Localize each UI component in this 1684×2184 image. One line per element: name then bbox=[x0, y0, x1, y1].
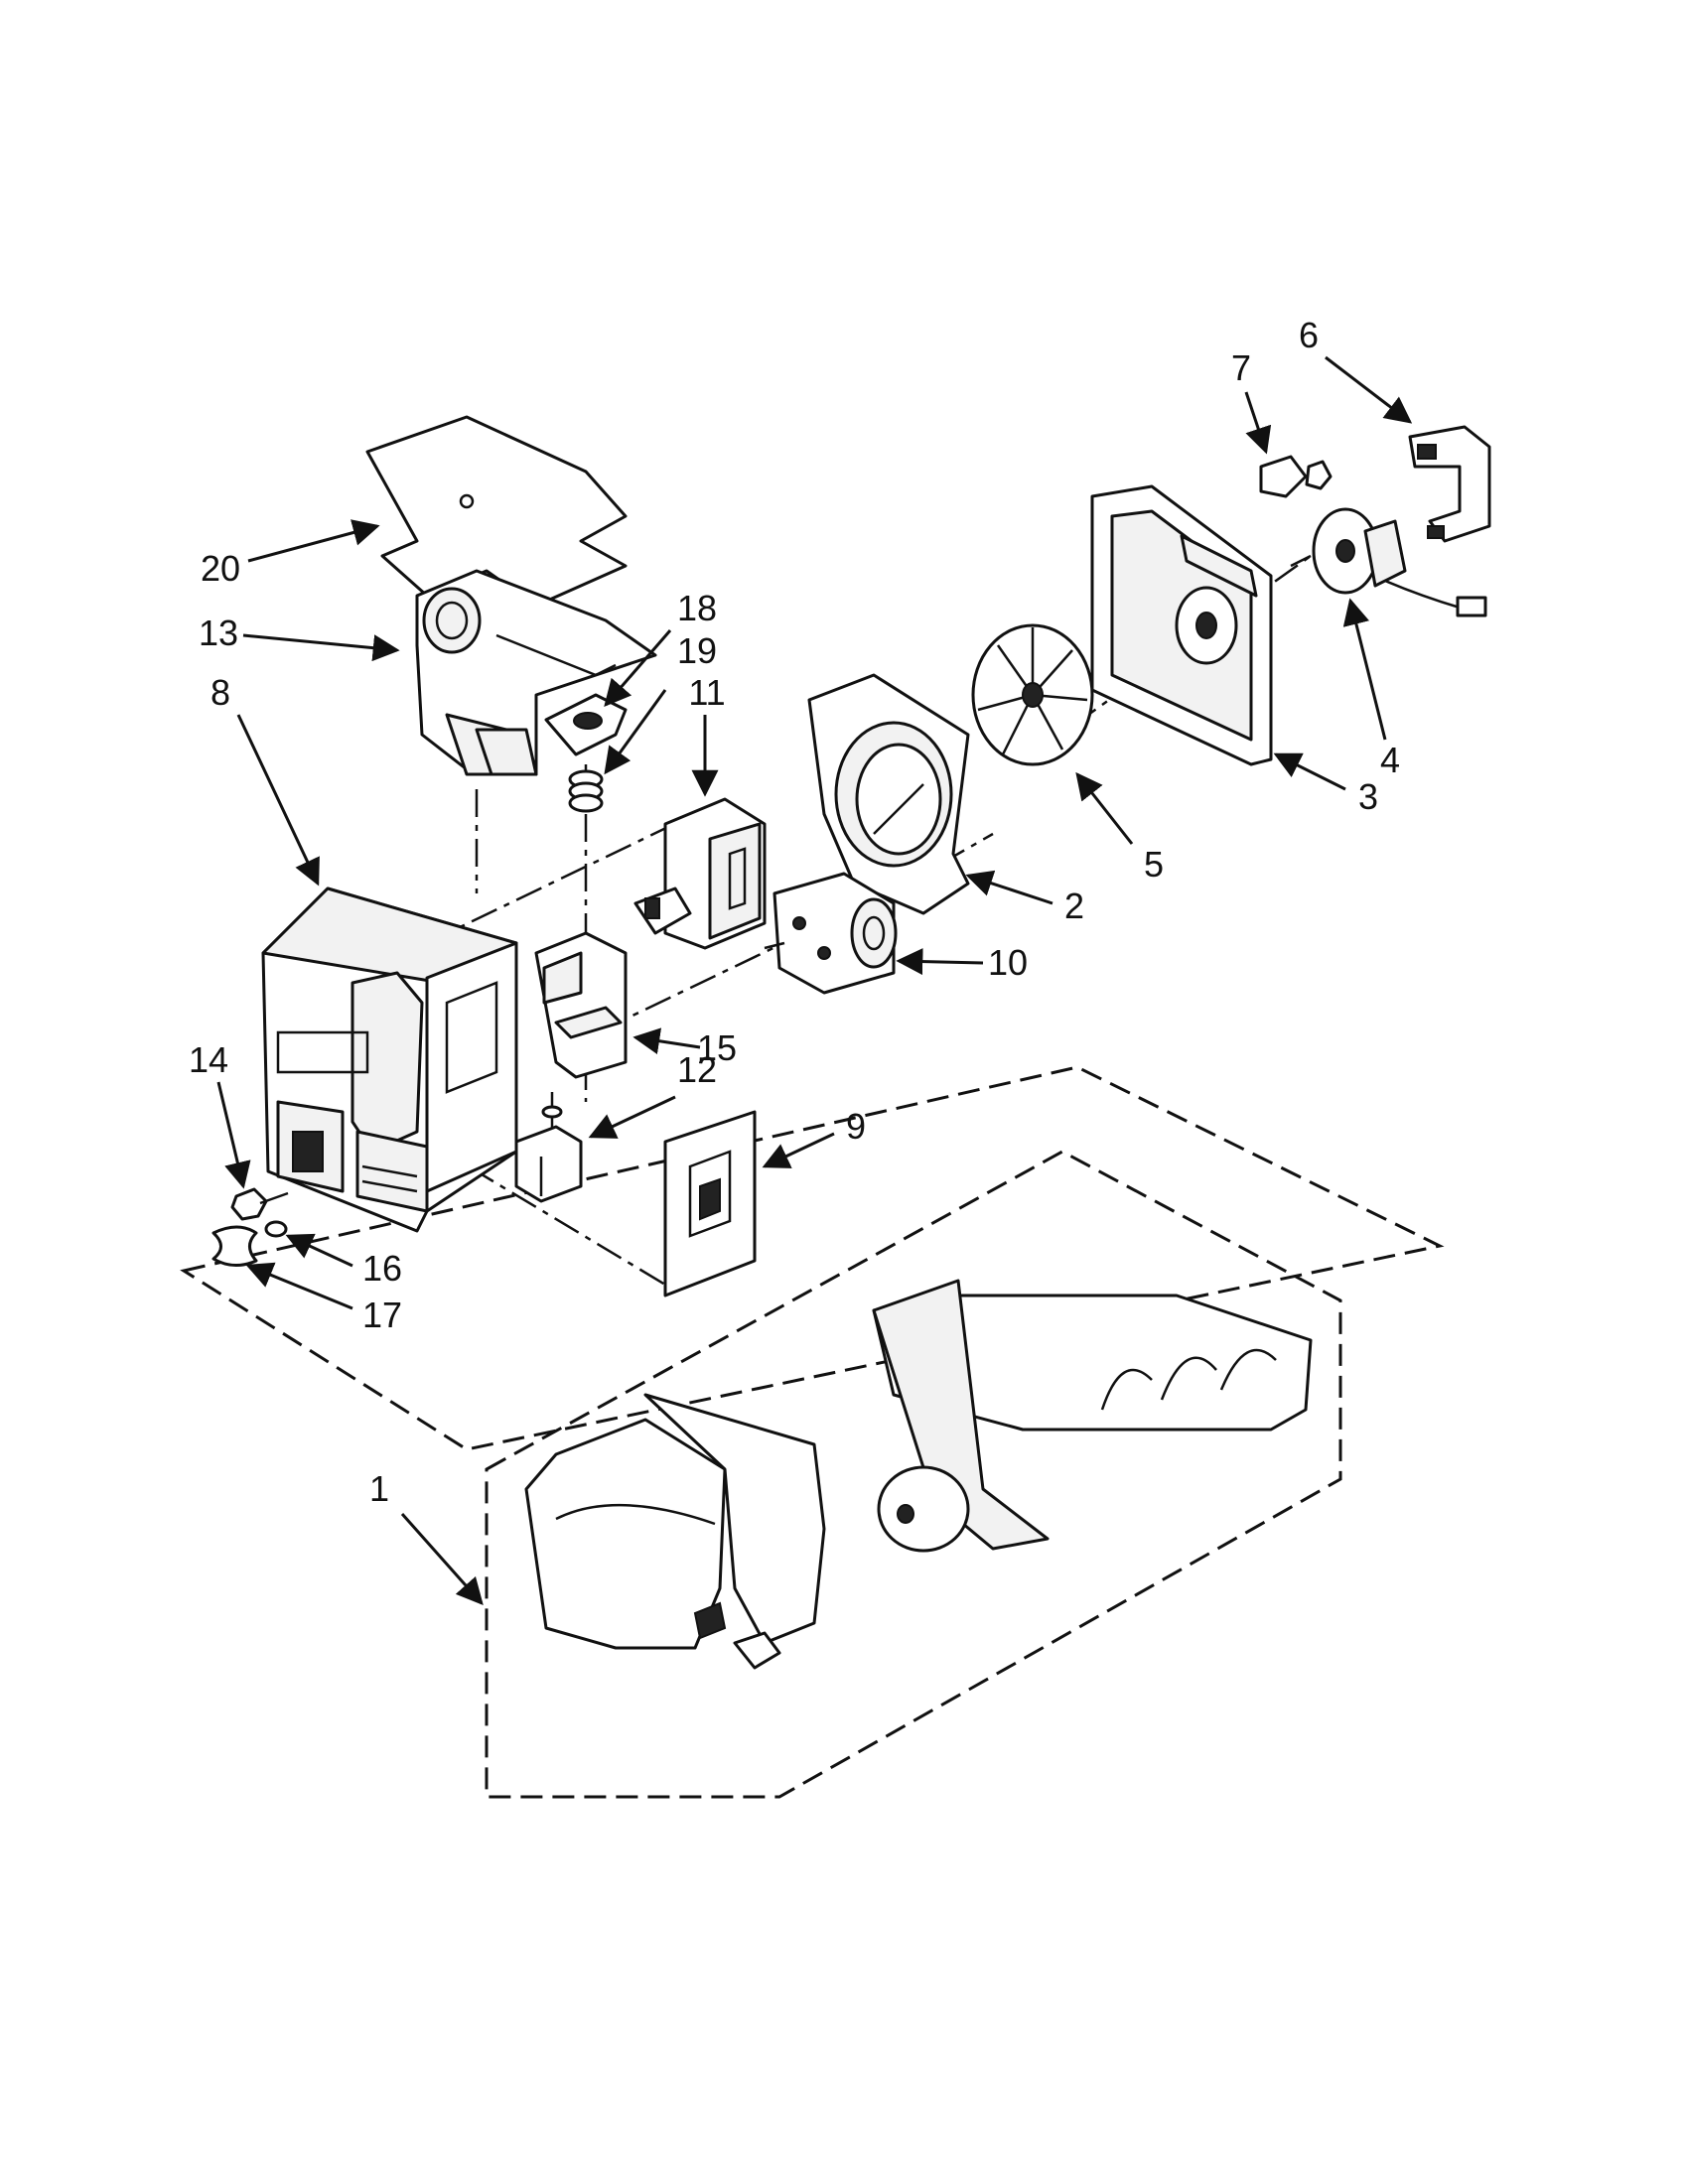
leader-16 bbox=[285, 1233, 353, 1268]
leader-3 bbox=[1273, 752, 1346, 791]
callout-12: 12 bbox=[677, 1049, 717, 1090]
leader-20 bbox=[247, 519, 380, 563]
leader-7 bbox=[1244, 391, 1272, 455]
leader-17 bbox=[245, 1262, 353, 1310]
part-1-ice-bin-assembly bbox=[524, 1279, 1313, 1670]
leader-8 bbox=[236, 714, 320, 887]
leader-5 bbox=[1075, 771, 1134, 845]
part-18-flapper bbox=[544, 693, 628, 756]
part-6-motor-bracket bbox=[1408, 425, 1491, 543]
callout-15: 15 bbox=[697, 1027, 737, 1068]
part-15-bracket bbox=[534, 931, 628, 1079]
part-3-fan-housing bbox=[1090, 484, 1273, 766]
part-8-dispenser-housing bbox=[261, 887, 518, 1233]
part-13-chute-cover bbox=[415, 569, 657, 776]
part-5-fan-blade bbox=[971, 623, 1094, 766]
leader-19 bbox=[604, 689, 667, 775]
part-4-fan-motor bbox=[1290, 507, 1487, 617]
ice-bin-assembly-outline bbox=[485, 1150, 1342, 1799]
part-16-washer bbox=[264, 1220, 288, 1238]
callout-20: 20 bbox=[201, 548, 240, 589]
leader-6 bbox=[1325, 355, 1413, 424]
callout-8: 8 bbox=[210, 672, 230, 713]
callout-18: 18 bbox=[677, 588, 717, 628]
leader-14 bbox=[216, 1081, 251, 1189]
leader-9 bbox=[762, 1132, 835, 1168]
callout-6: 6 bbox=[1299, 315, 1319, 355]
callout-2: 2 bbox=[1064, 886, 1084, 926]
part-12-solenoid bbox=[514, 1092, 583, 1203]
part-17-clip bbox=[211, 1225, 258, 1267]
callout-5: 5 bbox=[1144, 844, 1164, 885]
part-11-switch-housing bbox=[633, 797, 767, 950]
part-7-motor-mount bbox=[1259, 455, 1333, 498]
part-14-screw bbox=[230, 1187, 289, 1221]
callout-1: 1 bbox=[369, 1468, 389, 1509]
callout-7: 7 bbox=[1231, 347, 1251, 388]
leader-1 bbox=[400, 1513, 484, 1606]
leader-10 bbox=[896, 948, 984, 976]
leader-arrows bbox=[216, 355, 1413, 1606]
leader-12 bbox=[588, 1095, 676, 1139]
leader-15 bbox=[632, 1027, 701, 1055]
part-10-auger-motor bbox=[764, 872, 898, 995]
callout-9: 9 bbox=[846, 1106, 866, 1147]
leader-13 bbox=[242, 633, 400, 662]
callout-11: 11 bbox=[688, 672, 725, 713]
part-20-insulation-sheet bbox=[365, 415, 628, 608]
callout-3: 3 bbox=[1358, 776, 1378, 817]
callout-13: 13 bbox=[199, 613, 238, 653]
callout-16: 16 bbox=[362, 1248, 402, 1289]
callout-labels: 1 2 3 4 5 6 7 8 9 10 11 12 13 14 15 16 1… bbox=[189, 315, 1400, 1509]
upper-assembly-outline bbox=[180, 1065, 1445, 1451]
part-19-spring bbox=[568, 769, 604, 813]
callout-14: 14 bbox=[189, 1039, 228, 1080]
leader-4 bbox=[1342, 598, 1387, 741]
callout-10: 10 bbox=[988, 942, 1028, 983]
part-9-cover-plate bbox=[663, 1110, 757, 1297]
callout-17: 17 bbox=[362, 1295, 402, 1335]
leader-2 bbox=[965, 870, 1053, 905]
part-2-fan-shroud bbox=[807, 673, 970, 915]
callout-19: 19 bbox=[677, 630, 717, 671]
leader-18 bbox=[604, 629, 672, 708]
callout-4: 4 bbox=[1380, 740, 1400, 780]
